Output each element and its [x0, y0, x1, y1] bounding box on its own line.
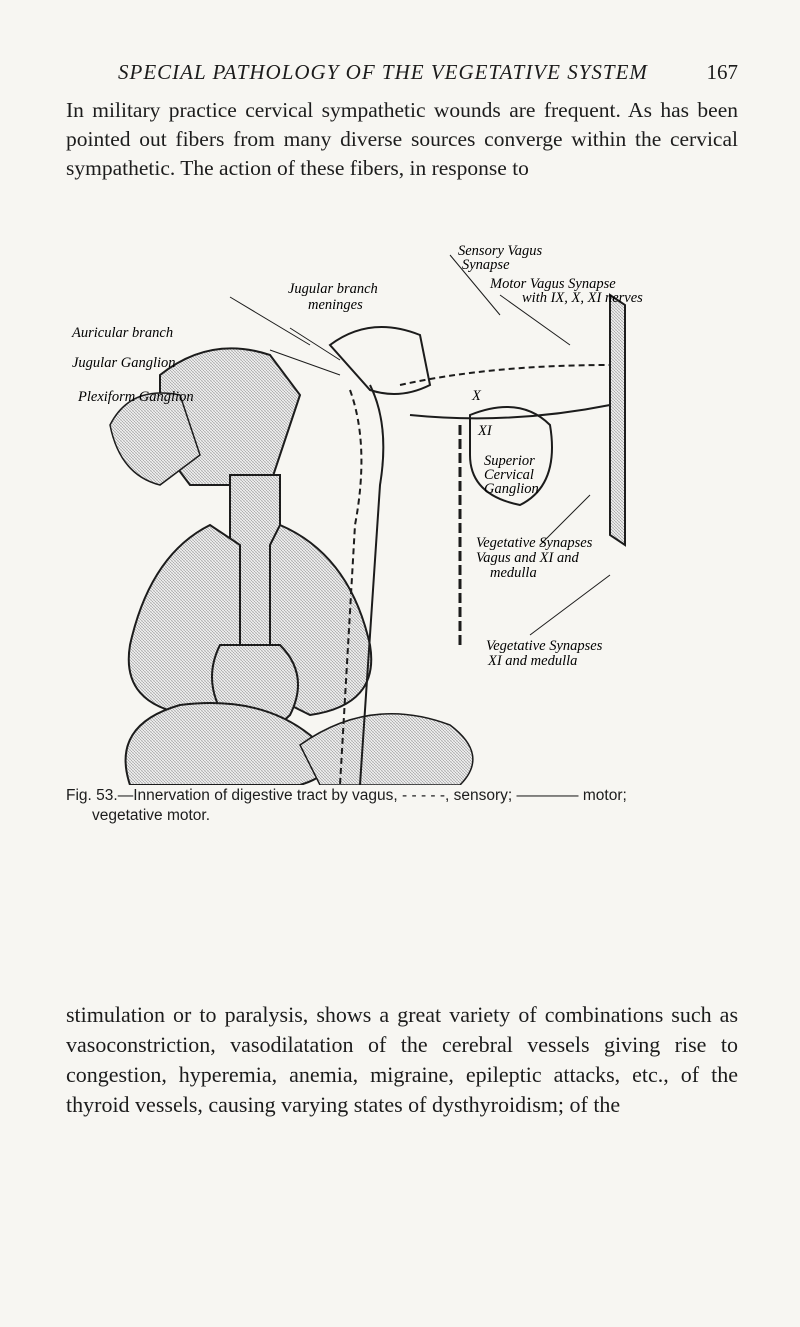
- label-x: X: [471, 388, 482, 404]
- label-xi-medulla: XI and medulla: [487, 653, 577, 669]
- superior-cervical-ganglion: [469, 406, 553, 507]
- label-motor-nerves: with IX, X, XI nerves: [522, 290, 643, 306]
- label-superior: Superior: [484, 453, 535, 469]
- paragraph-top: In military practice cervical sympatheti…: [66, 98, 738, 180]
- caption-line2: vegetative motor.: [92, 807, 211, 824]
- label-meninges: meninges: [308, 297, 363, 313]
- label-xi: XI: [477, 423, 493, 439]
- xi-branch-line: [409, 404, 611, 420]
- label-motor-vagus: Motor Vagus Synapse: [489, 276, 616, 292]
- stomach: [124, 702, 329, 785]
- caption-text: —Innervation of digestive tract by vagus…: [117, 787, 627, 804]
- figure-caption: Fig. 53.—Innervation of digestive tract …: [66, 786, 738, 826]
- label-plexiform-ganglion: Plexiform Ganglion: [77, 389, 194, 405]
- sensory-nerve-line: [339, 389, 363, 785]
- running-header: SPECIAL PATHOLOGY OF THE VEGETATIVE SYST…: [118, 60, 738, 85]
- paragraph-bottom: stimulation or to paralysis, shows a gre…: [66, 1002, 738, 1117]
- brainstem-outline: [328, 326, 432, 395]
- tongue-region: [109, 392, 201, 486]
- label-sensory-synapse: Synapse: [462, 257, 510, 273]
- label-ganglion: Ganglion: [484, 481, 539, 497]
- label-veg-synapses-b: Vegetative Synapses: [486, 638, 603, 654]
- label-jugular-ganglion: Jugular Ganglion: [72, 355, 176, 371]
- label-sensory-vagus: Sensory Vagus: [458, 243, 543, 259]
- label-veg-synapses: Vegetative Synapses: [476, 535, 593, 551]
- motor-nerve-line: [359, 384, 385, 785]
- intestines: [299, 713, 474, 785]
- label-vagus-xi: Vagus and XI and: [476, 550, 579, 566]
- running-title: SPECIAL PATHOLOGY OF THE VEGETATIVE SYST…: [118, 60, 648, 84]
- spinal-column: [609, 293, 626, 547]
- vagus-branch-line: [399, 364, 611, 386]
- caption-prefix: Fig. 53.: [66, 787, 118, 804]
- label-jugular-branch: Jugular branch: [288, 281, 378, 297]
- page-number: 167: [706, 60, 739, 84]
- label-auricular-branch: Auricular branch: [71, 325, 173, 341]
- label-medulla: medulla: [490, 565, 537, 581]
- label-cervical: Cervical: [484, 467, 534, 483]
- anatomical-figure: Sensory Vagus Synapse Motor Vagus Synaps…: [71, 243, 643, 785]
